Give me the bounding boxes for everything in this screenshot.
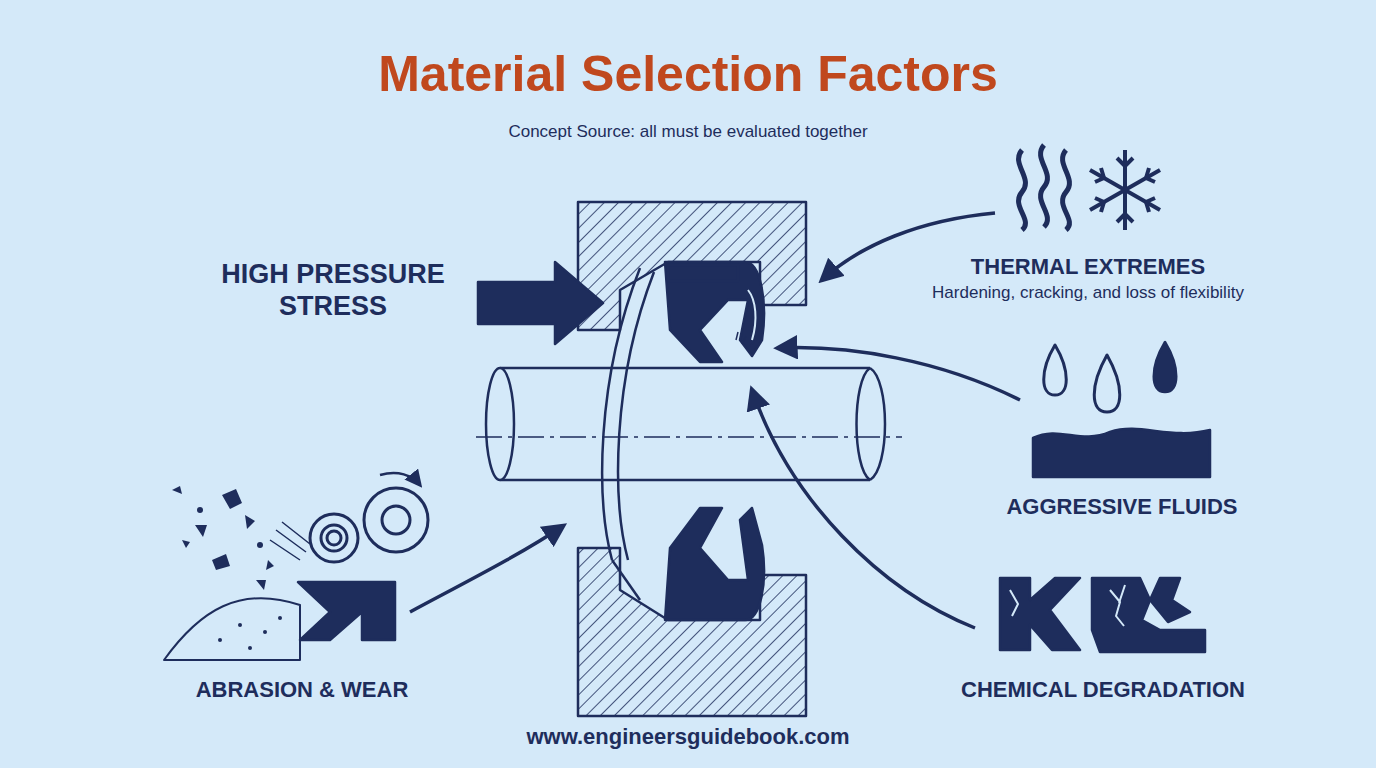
factor-label: ABRASION & WEAR bbox=[196, 677, 409, 703]
website-url: www.engineersguidebook.com bbox=[526, 724, 849, 750]
thermal-arrow bbox=[822, 213, 995, 280]
seal-lip-top bbox=[665, 262, 764, 362]
factor-label: AGGRESSIVE FLUIDS bbox=[1006, 494, 1237, 520]
fluid-pool bbox=[1033, 429, 1210, 477]
diagram-title: Material Selection Factors bbox=[378, 44, 998, 104]
chemical-arrow bbox=[752, 390, 975, 628]
snowflake-icon bbox=[1090, 150, 1160, 230]
worn-seal-icon bbox=[298, 582, 395, 640]
factor-label: CHEMICAL DEGRADATION bbox=[961, 677, 1245, 703]
factor-label: THERMAL EXTREMES bbox=[971, 254, 1205, 280]
factor-label: HIGH PRESSURE STRESS bbox=[188, 258, 478, 323]
factor-note: Hardening, cracking, and loss of flexibi… bbox=[932, 283, 1244, 303]
shaft bbox=[500, 368, 870, 480]
seal-lip-bottom bbox=[665, 508, 764, 620]
source-note: Concept Source: all must be evaluated to… bbox=[508, 122, 867, 142]
gear-icons bbox=[310, 488, 428, 562]
fluid-arrow bbox=[778, 348, 1020, 400]
abrasion-arrow bbox=[410, 526, 563, 612]
pressure-arrow bbox=[478, 262, 603, 344]
